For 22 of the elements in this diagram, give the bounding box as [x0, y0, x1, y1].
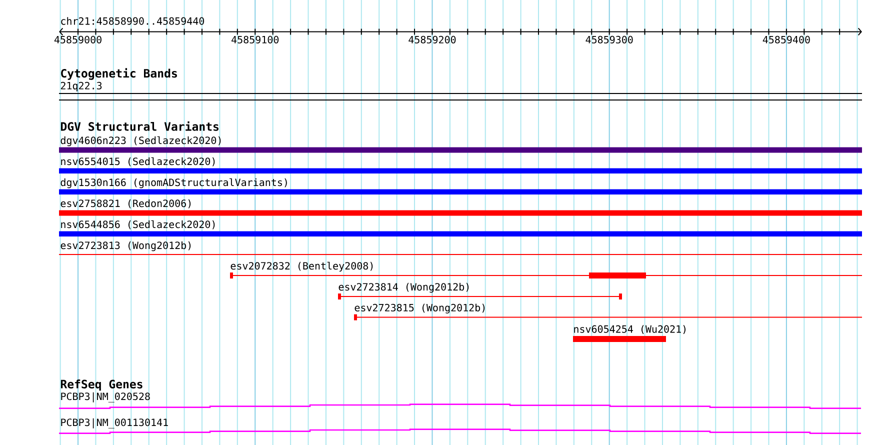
- location-label: chr21:45858990..45859440: [61, 17, 204, 25]
- tick-label: 45859200: [408, 36, 456, 44]
- feature-label: esv2758821 (Redon2006): [60, 199, 191, 208]
- track-heading: RefSeq Genes: [60, 380, 142, 391]
- feature-label: dgv1530n166 (gnomADStructuralVariants): [60, 178, 287, 188]
- track-heading: DGV Structural Variants: [60, 121, 218, 131]
- feature-label: nsv6554015 (Sedlazeck2020): [61, 157, 215, 166]
- tick-label: 45859300: [586, 36, 633, 44]
- feature-label: esv2072832 (Bentley2008): [230, 262, 373, 272]
- feature-label: esv2723813 (Wong2012b): [60, 241, 191, 252]
- feature-label: nsv6544856 (Sedlazeck2020): [61, 220, 215, 230]
- feature-label: nsv6054254 (Wu2021): [574, 325, 686, 334]
- tick-label: 45859400: [762, 36, 810, 44]
- feature-label: dgv4606n223 (Sedlazeck2020): [60, 136, 221, 146]
- feature-label: PCBP3|NM_001130141: [61, 418, 168, 428]
- feature-label: PCBP3|NM_020528: [61, 392, 150, 402]
- tick-label: 45859100: [232, 36, 279, 44]
- feature-label: esv2723815 (Wong2012b): [354, 304, 485, 314]
- feature-label: 21q22.3: [60, 82, 102, 92]
- feature-label: esv2723814 (Wong2012b): [338, 282, 469, 293]
- tick-label: 45859000: [54, 36, 102, 44]
- track-heading: Cytogenetic Bands: [61, 68, 177, 80]
